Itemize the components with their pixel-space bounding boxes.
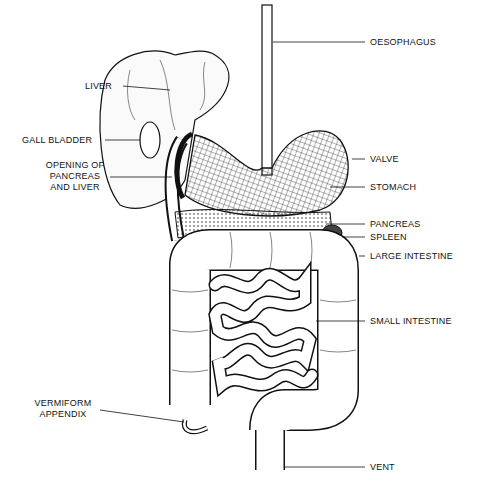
part-label: LIVER: [85, 81, 112, 92]
illustration-part: [342, 237, 365, 238]
leader-lines: [100, 42, 365, 467]
illustration-part: [215, 274, 312, 385]
part-label: OESOPHAGUS: [370, 37, 436, 48]
part-label: STOMACH: [370, 182, 416, 193]
illustration-part: [359, 256, 365, 257]
valve-ring: [177, 134, 192, 198]
illustration-part: [215, 274, 312, 385]
part-label: SPLEEN: [370, 232, 407, 243]
oesophagus-tube: [262, 5, 272, 175]
illustration-part: [330, 187, 365, 188]
illustration-part: [262, 5, 272, 175]
part-label: SMALL INTESTINE: [370, 316, 452, 327]
gall-bladder-shape: [140, 122, 160, 158]
illustration-part: [255, 425, 285, 470]
illustration-part: [352, 159, 365, 160]
part-label: VALVE: [370, 154, 399, 165]
illustration-part: [316, 321, 365, 322]
illustration-part: [285, 467, 365, 468]
illustration-part: [190, 250, 338, 430]
illustration-part: [105, 140, 140, 141]
part-label: VENT: [370, 462, 395, 473]
part-label: OPENING OF PANCREAS AND LIVER: [42, 160, 108, 193]
part-label: PANCREAS: [370, 219, 420, 230]
illustration-part: [128, 60, 205, 130]
illustration-part: [110, 177, 172, 178]
stomach-shape: [185, 131, 348, 216]
part-label: LARGE INTESTINE: [370, 251, 453, 262]
illustration-part: [273, 42, 365, 43]
appendix-shape: [184, 420, 207, 432]
part-label: VERMIFORM APPENDIX: [28, 398, 98, 420]
illustration-part: [123, 86, 170, 90]
illustration-part: [184, 420, 207, 432]
illustration-part: [190, 250, 338, 430]
illustration-part: [100, 410, 184, 422]
illustration-part: [257, 425, 284, 471]
large-intestine: [172, 232, 356, 471]
small-intestine: [215, 274, 312, 385]
illustration-part: [326, 224, 365, 225]
part-label: GALL BLADDER: [22, 135, 92, 146]
